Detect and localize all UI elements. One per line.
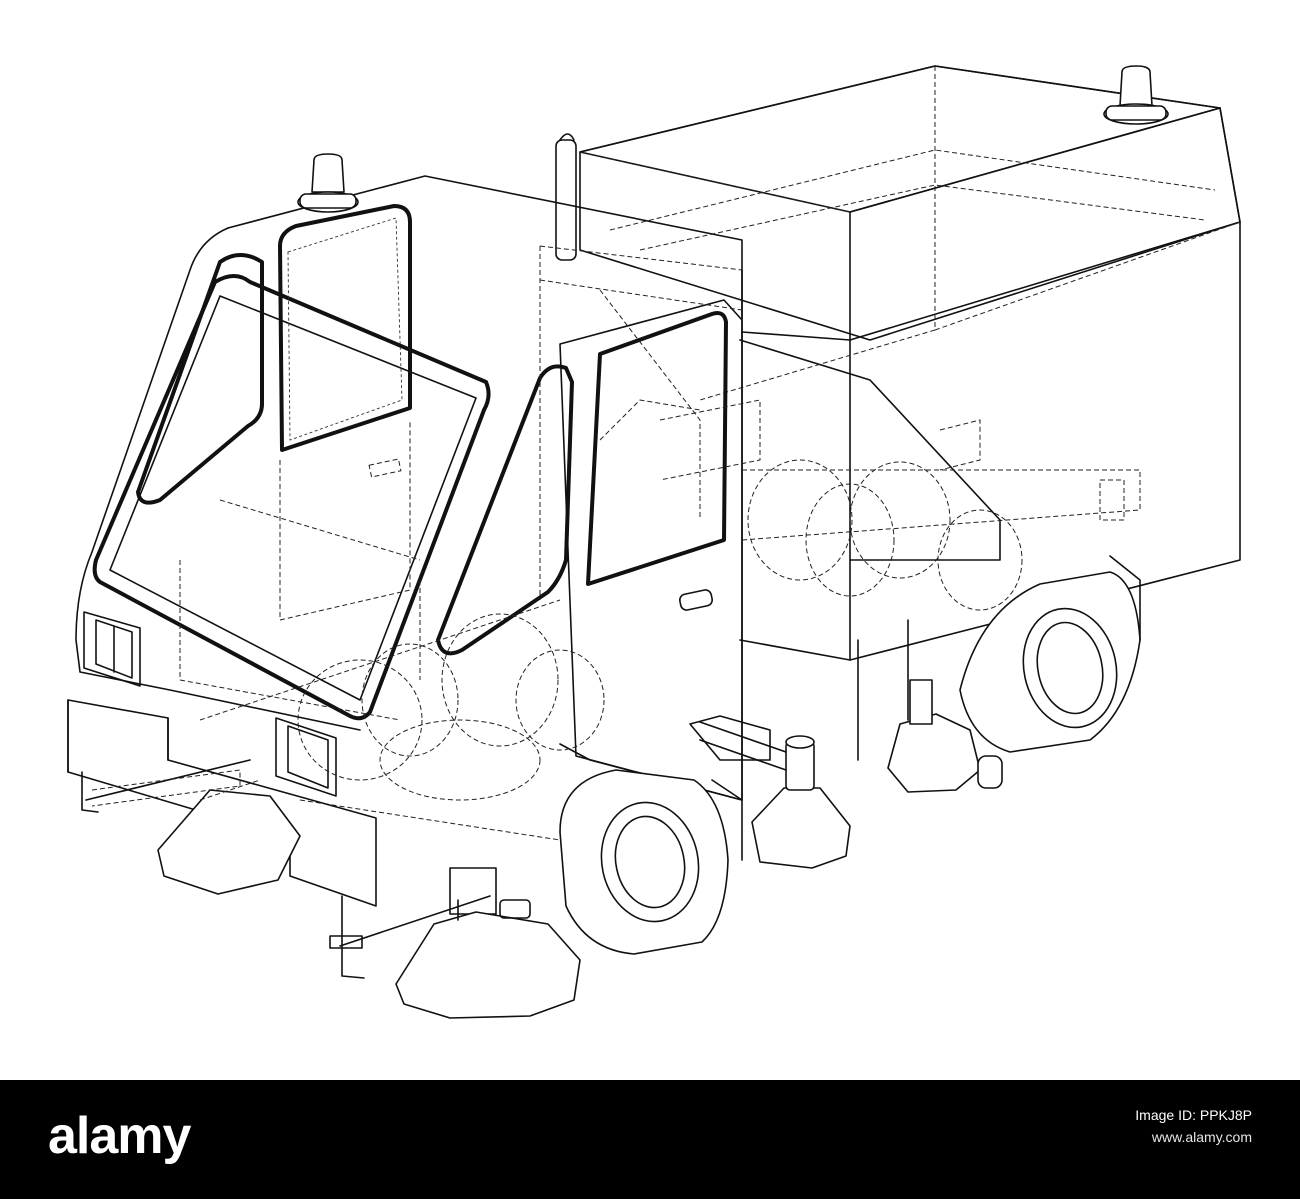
front-brush-left xyxy=(157,779,301,895)
image-id-block: Image ID: PPKJ8P www.alamy.com xyxy=(1135,1104,1252,1148)
rear-wheel xyxy=(959,555,1141,753)
site-url: www.alamy.com xyxy=(1151,1129,1252,1145)
front-wheel xyxy=(559,769,743,955)
cab xyxy=(75,175,743,801)
chassis-internals xyxy=(199,399,1141,841)
container-box xyxy=(555,65,1241,661)
rear-beacon xyxy=(1103,65,1169,125)
rear-brush xyxy=(857,619,1003,793)
front-brush-right xyxy=(395,899,581,1019)
street-sweeper-illustration xyxy=(67,65,1241,1019)
headlight-right xyxy=(275,717,337,797)
front-beacon xyxy=(297,153,359,213)
image-id-label: Image ID: PPKJ8P xyxy=(1135,1107,1252,1123)
front-bumper xyxy=(67,699,497,979)
headlight-left xyxy=(83,611,141,687)
alamy-logo: alamy xyxy=(48,1107,191,1165)
stock-footer-bar: alamy Image ID: PPKJ8P www.alamy.com xyxy=(0,1080,1300,1199)
mid-brush xyxy=(689,715,851,869)
